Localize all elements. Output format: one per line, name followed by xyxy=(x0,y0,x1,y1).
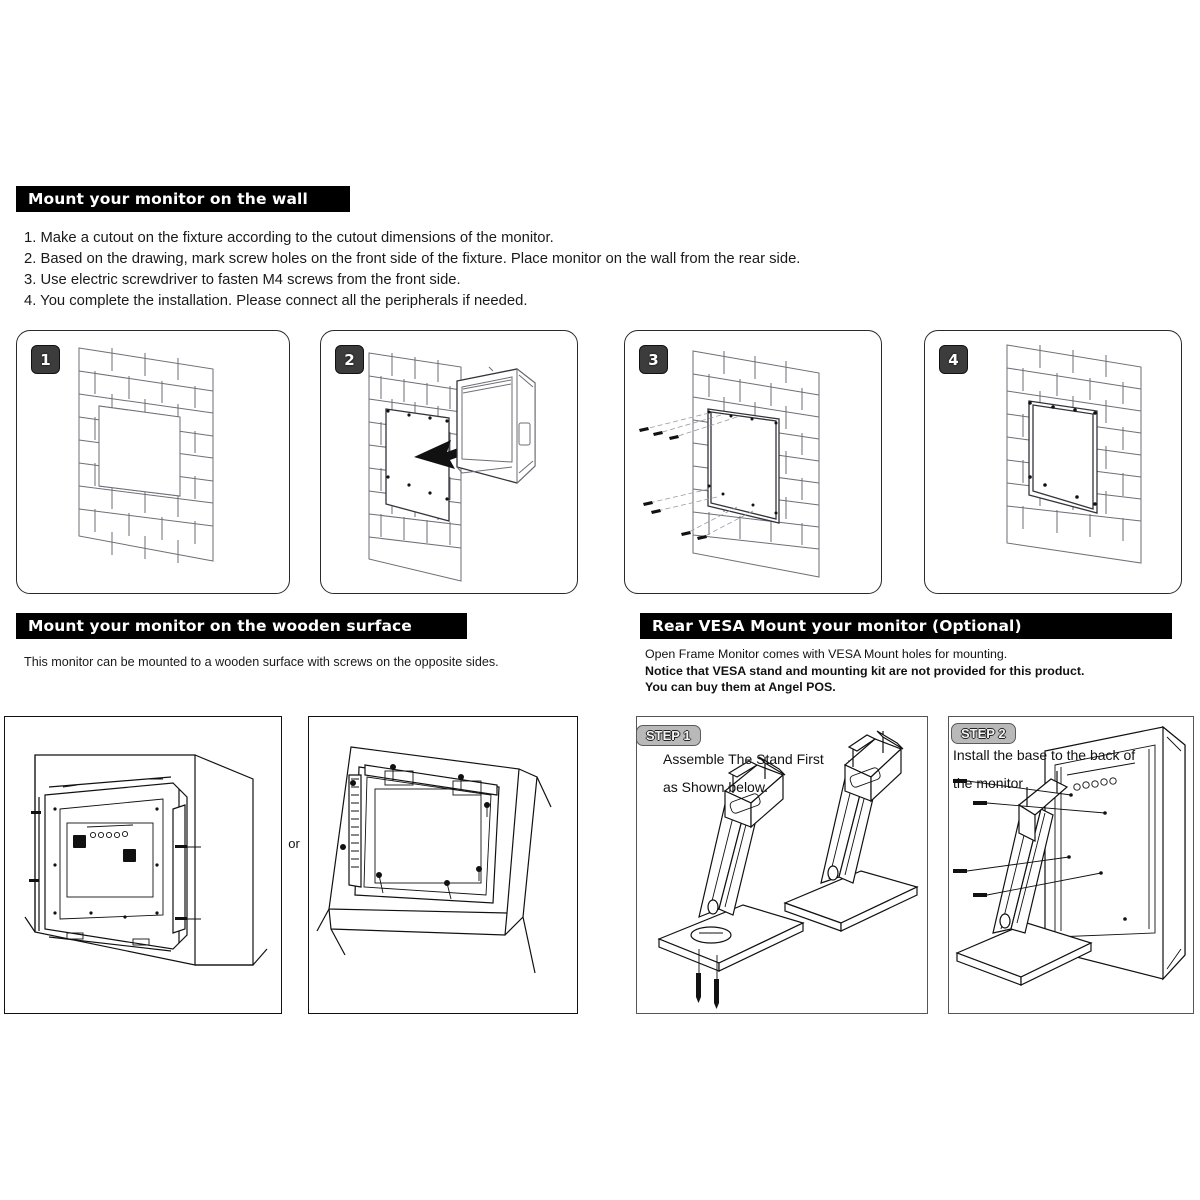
wooden-surface-note: This monitor can be mounted to a wooden … xyxy=(24,655,499,669)
screw-fastening-illustration xyxy=(639,350,820,578)
wall-step-panel-3: 3 xyxy=(624,330,882,594)
step-number-badge-3: 3 xyxy=(639,345,668,374)
vesa-note-line-1: Open Frame Monitor comes with VESA Mount… xyxy=(645,647,1008,661)
wall-instruction-2: 2. Based on the drawing, mark screw hole… xyxy=(24,251,801,267)
wooden-panel-rear-view xyxy=(4,716,282,1014)
wall-instruction-4: 4. You complete the installation. Please… xyxy=(24,293,528,309)
monitor-insert-illustration xyxy=(368,352,536,582)
vesa-note-line-2: Notice that VESA stand and mounting kit … xyxy=(645,663,1085,678)
vesa-note-line-3: You can buy them at Angel POS. xyxy=(645,680,836,694)
brick-wall-cutout-illustration xyxy=(78,347,214,563)
wall-instruction-3: 3. Use electric screwdriver to fasten M4… xyxy=(24,272,461,288)
step-number-badge-2: 2 xyxy=(335,345,364,374)
vesa-note-block: Open Frame Monitor comes with VESA Mount… xyxy=(645,646,1185,696)
step-1-caption-line-1: Assemble The Stand First xyxy=(663,751,824,767)
wooden-panel-front-view xyxy=(308,716,578,1014)
vesa-step-panel-1: STEP 1 Assemble The Stand First as Shown… xyxy=(636,716,928,1014)
monitor-front-on-wooden-box-illustration xyxy=(316,746,552,974)
wall-step-panel-2: 2 xyxy=(320,330,578,594)
or-separator-label: or xyxy=(288,836,300,851)
wall-step-panel-4: 4 xyxy=(924,330,1182,594)
installation-complete-illustration xyxy=(1006,344,1142,564)
step-number-badge-4: 4 xyxy=(939,345,968,374)
step-2-badge: STEP 2 xyxy=(951,723,1016,744)
wall-instruction-1: 1. Make a cutout on the fixture accordin… xyxy=(24,230,554,246)
wall-step-panel-1: 1 xyxy=(16,330,290,594)
step-1-badge: STEP 1 xyxy=(636,725,701,746)
vesa-step-panel-2: STEP 2 Install the base to the back of t… xyxy=(948,716,1194,1014)
section-heading-vesa: Rear VESA Mount your monitor (Optional) xyxy=(640,613,1172,639)
install-base-to-monitor-illustration xyxy=(953,725,1186,986)
step-2-caption-line-2: the monitor xyxy=(953,775,1024,791)
assemble-stand-illustration xyxy=(657,730,919,1009)
step-2-caption-line-1: Install the base to the back of xyxy=(953,747,1136,763)
step-1-caption-line-2: as Shown below. xyxy=(663,779,769,795)
section-heading-wooden: Mount your monitor on the wooden surface xyxy=(16,613,467,639)
section-heading-wall: Mount your monitor on the wall xyxy=(16,186,350,212)
monitor-rear-on-wooden-corner-illustration xyxy=(24,754,268,966)
step-number-badge-1: 1 xyxy=(31,345,60,374)
wall-instruction-list: 1. Make a cutout on the fixture accordin… xyxy=(24,228,1024,312)
